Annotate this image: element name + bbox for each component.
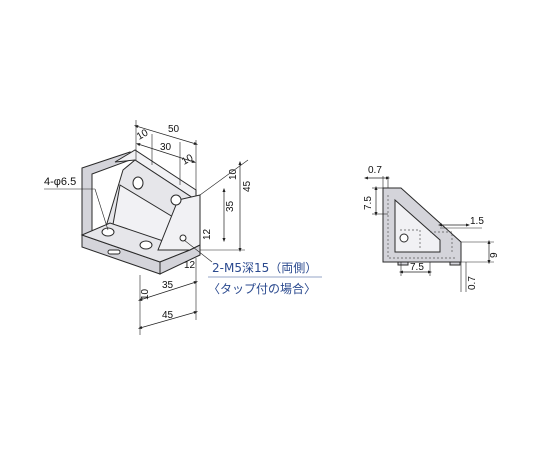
- dim-top-left: 10: [135, 127, 151, 142]
- top-dimensions: 50 10 30 10: [133, 120, 199, 195]
- ext-right-top: [199, 159, 249, 196]
- side-hidden-c: [430, 231, 453, 252]
- side-hidden-a: [387, 195, 455, 259]
- dim-top-width: 50: [168, 124, 180, 135]
- dim-bottom-sub-line: [138, 281, 198, 301]
- mounting-hole-4: [139, 240, 153, 250]
- dim-bottom-total-line: [137, 311, 199, 329]
- hole-callout: 4-φ6.5: [44, 176, 109, 231]
- tap-callout-line2: 〈タップ付の場合〉: [208, 281, 316, 296]
- dim-top-width-line: [133, 125, 199, 145]
- bracket-right-side: [159, 244, 201, 275]
- tap-hole-side: [179, 234, 187, 242]
- bottom-dimensions: 45 10 35 12: [137, 258, 199, 335]
- right-dimensions: 45 10 35 12: [199, 159, 253, 253]
- side-foot-slot-right: [449, 261, 461, 266]
- side-tap-hole: [399, 233, 409, 243]
- tap-callout-leader: [183, 239, 213, 263]
- dim-right-height: 45: [242, 180, 253, 192]
- dim-bottom-total: 45: [162, 310, 174, 321]
- side-dim-left-height: 7.5: [363, 196, 374, 210]
- tap-callout: 2-M5深15（両側） 〈タップ付の場合〉: [183, 239, 322, 296]
- dim-top-sub-line: [136, 143, 196, 163]
- mounting-hole-1: [132, 176, 144, 190]
- side-foot-slot: [397, 261, 409, 266]
- mounting-hole-2: [170, 194, 182, 206]
- hole-callout-leader-diag: [94, 188, 109, 231]
- side-dim-bottom-offset: 0.7: [467, 276, 478, 290]
- dim-right-inner: 35: [225, 200, 236, 212]
- side-view: 0.7 7.5 1.5 9 7.5 0.7: [363, 165, 500, 292]
- side-dim-right-height: 9: [489, 252, 500, 258]
- dim-right-top: 10: [228, 168, 239, 180]
- tap-slot-front: [107, 249, 121, 255]
- hole-callout-text: 4-φ6.5: [44, 176, 76, 188]
- dim-bottom-mid: 35: [162, 280, 174, 291]
- side-dim-right-width: 1.5: [470, 216, 484, 227]
- dim-right-lower: 12: [202, 228, 213, 240]
- tap-callout-line1: 2-M5深15（両側）: [212, 261, 317, 275]
- bracket-isometric-view: [80, 149, 201, 275]
- mounting-hole-3: [101, 227, 115, 237]
- side-dim-bottom-width: 7.5: [410, 262, 424, 273]
- dim-bottom-left: 10: [140, 288, 151, 300]
- side-hidden-b: [400, 229, 421, 250]
- dim-bottom-side: 12: [184, 260, 196, 271]
- side-dim-top-offset: 0.7: [368, 165, 382, 176]
